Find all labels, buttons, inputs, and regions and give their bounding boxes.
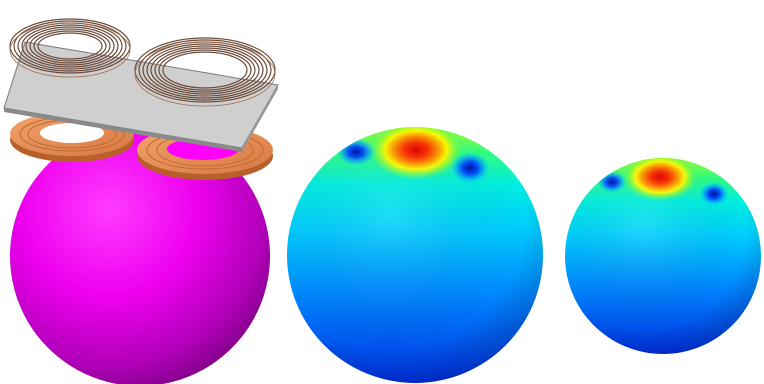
- magenta-sphere: [10, 126, 270, 384]
- upper-wire-coil-left: [9, 18, 131, 78]
- upper-wire-coil-right: [134, 37, 276, 107]
- coil-model-panel: [3, 18, 279, 384]
- field-map-small-panel: [565, 158, 761, 354]
- field-map-large-panel: [287, 127, 543, 383]
